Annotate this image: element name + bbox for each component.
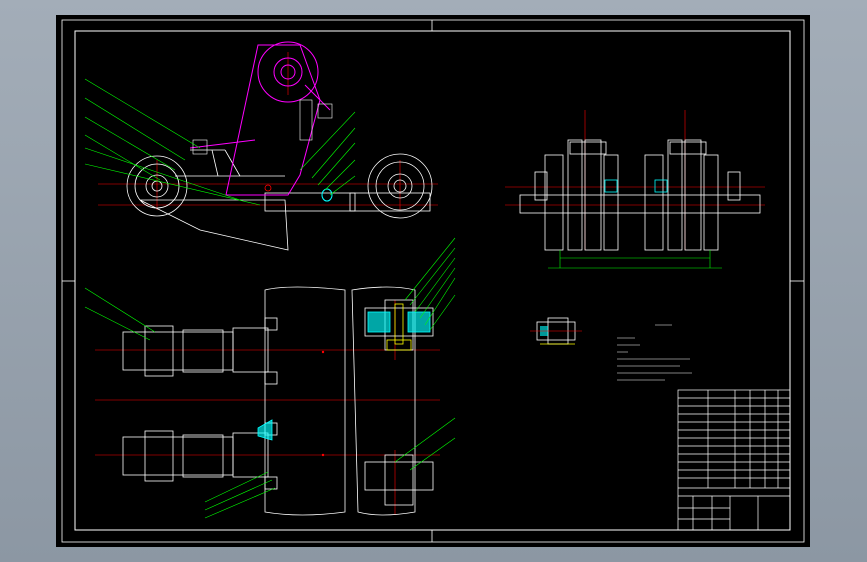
plan-view (84, 237, 456, 519)
side-elevation-view (84, 41, 438, 251)
drawing-sheet (56, 15, 810, 547)
technical-notes (617, 324, 692, 381)
sheet-border-inner (74, 30, 791, 531)
front-elevation-view (505, 110, 765, 269)
title-block (677, 389, 791, 531)
centering-marks (62, 20, 804, 542)
detail-view (530, 317, 582, 345)
